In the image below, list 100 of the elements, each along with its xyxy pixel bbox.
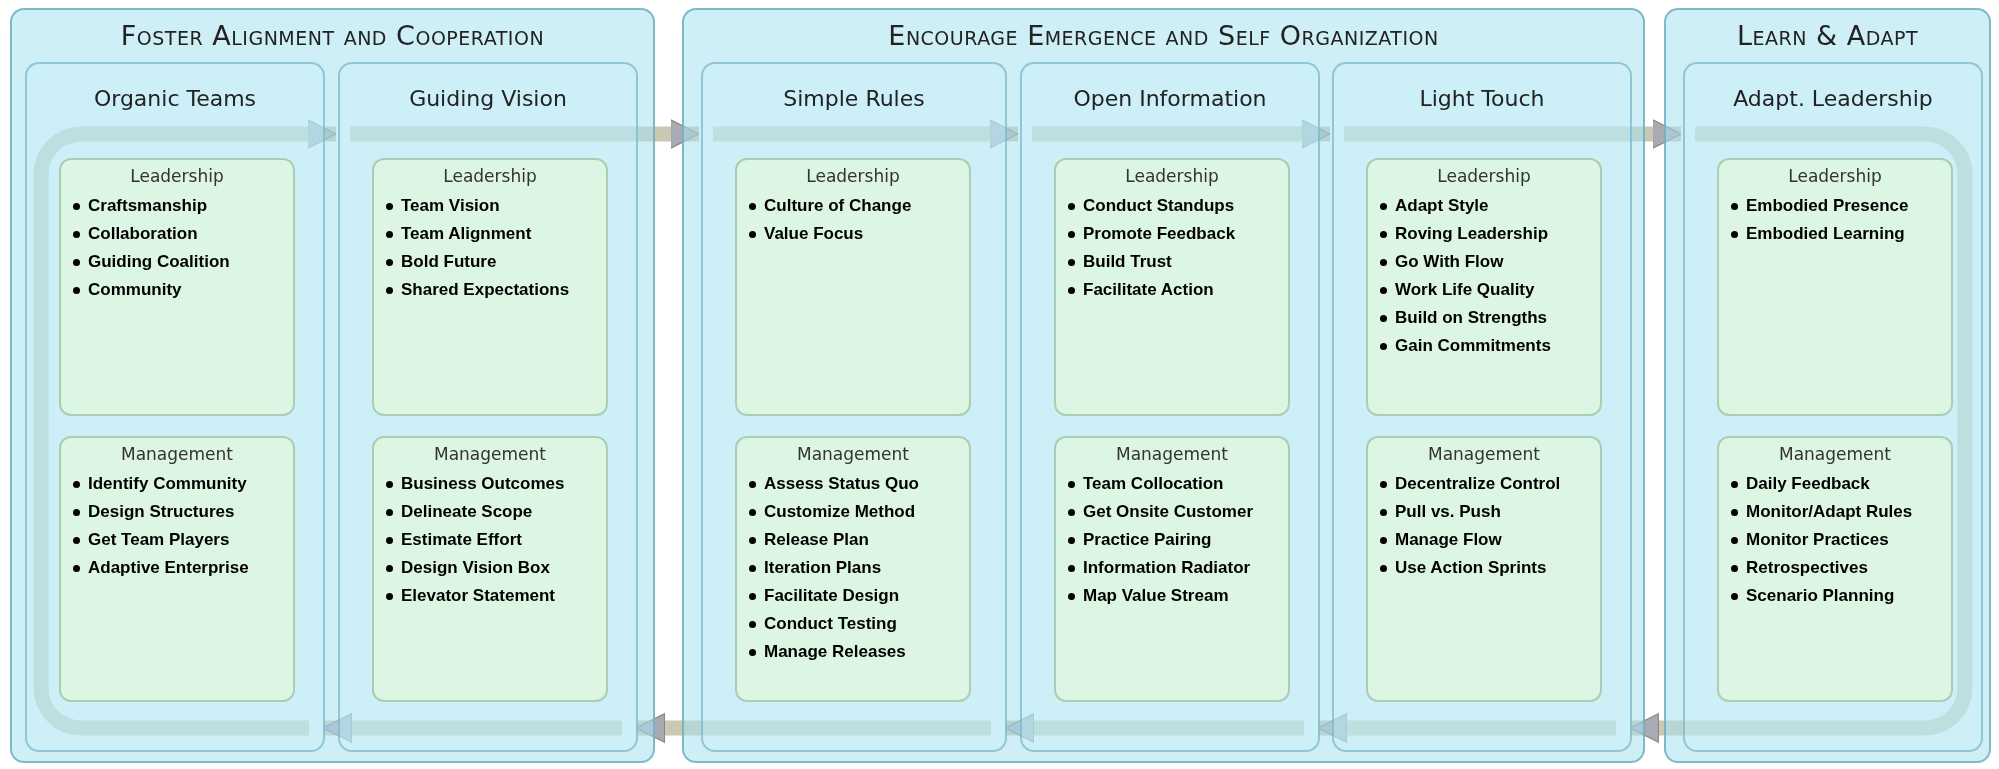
card-heading: Leadership (1787, 166, 1883, 186)
list-item: Estimate Effort (401, 530, 522, 550)
list-item: Use Action Sprints (1395, 558, 1547, 578)
list-item: Team Collocation (1083, 474, 1224, 494)
list-item: Manage Releases (764, 642, 906, 662)
list-item: Pull vs. Push (1395, 502, 1501, 522)
group-title: Foster Alignment and Cooperation (119, 20, 546, 51)
arrow (635, 713, 991, 743)
column-panel (701, 62, 1007, 752)
column-panel (1332, 62, 1632, 752)
list-item: Collaboration (88, 224, 198, 244)
column-title: Adapt. Leadership (1732, 86, 1934, 111)
list-item: Decentralize Control (1395, 474, 1561, 494)
arrow (1344, 119, 1682, 149)
arrow (1032, 119, 1331, 149)
list-item: Design Vision Box (401, 558, 550, 578)
list-item: Design Structures (88, 502, 235, 522)
list-item: Conduct Testing (764, 614, 897, 634)
list-item: Value Focus (764, 224, 864, 244)
arrow (322, 713, 622, 743)
list-item: Embodied Learning (1746, 224, 1905, 244)
column-panel (1683, 62, 1983, 752)
card-heading: Leadership (1436, 166, 1532, 186)
list-item: Manage Flow (1395, 530, 1502, 550)
list-item: Work Life Quality (1395, 280, 1535, 300)
card-panel (735, 158, 971, 416)
column-panel (1020, 62, 1320, 752)
list-item: Map Value Stream (1083, 586, 1229, 606)
card-heading: Leadership (129, 166, 225, 186)
card-panel (1054, 436, 1290, 702)
list-item: Team Alignment (401, 224, 532, 244)
list-item: Practice Pairing (1083, 530, 1212, 550)
card-panel (735, 436, 971, 702)
column-title: Organic Teams (92, 86, 258, 111)
card-panel (1717, 158, 1953, 416)
card-heading: Leadership (1124, 166, 1220, 186)
card-panel (1717, 436, 1953, 702)
list-item: Daily Feedback (1746, 474, 1870, 494)
list-item: Retrospectives (1746, 558, 1868, 578)
list-item: Scenario Planning (1746, 586, 1895, 606)
list-item: Community (88, 280, 182, 300)
card-heading: Management (1427, 444, 1541, 464)
group-title: Learn & Adapt (1736, 20, 1919, 51)
list-item: Roving Leadership (1395, 224, 1549, 244)
list-item: Culture of Change (764, 196, 912, 216)
list-item: Gain Commitments (1395, 336, 1551, 356)
list-item: Get Onsite Customer (1083, 502, 1254, 522)
card-panel (1366, 436, 1602, 702)
list-item: Build Trust (1083, 252, 1172, 272)
list-item: Business Outcomes (401, 474, 565, 494)
list-item: Facilitate Design (764, 586, 900, 606)
list-item: Monitor Practices (1746, 530, 1889, 550)
column-title: Simple Rules (782, 86, 926, 111)
arrow (1317, 713, 1616, 743)
arrow (713, 119, 1019, 149)
group-panel (682, 8, 1645, 763)
card-heading: Management (433, 444, 547, 464)
card-heading: Management (1778, 444, 1892, 464)
list-item: Delineate Scope (401, 502, 533, 522)
group-panel (1664, 8, 1991, 763)
list-item: Release Plan (764, 530, 869, 550)
column-title: Guiding Vision (408, 86, 568, 111)
list-item: Go With Flow (1395, 252, 1504, 272)
list-item: Adapt Style (1395, 196, 1489, 216)
card-heading: Leadership (442, 166, 538, 186)
list-item: Guiding Coalition (88, 252, 230, 272)
list-item: Team Vision (401, 196, 500, 216)
list-item: Iteration Plans (764, 558, 882, 578)
card-panel (59, 436, 295, 702)
card-heading: Leadership (805, 166, 901, 186)
arrow (1629, 126, 1973, 743)
group-panel (10, 8, 655, 763)
arrow (33, 119, 337, 736)
card-heading: Management (120, 444, 234, 464)
card-heading: Management (1115, 444, 1229, 464)
arrow (350, 119, 700, 149)
column-title: Light Touch (1418, 86, 1546, 111)
list-item: Craftsmanship (88, 196, 208, 216)
card-panel (1054, 158, 1290, 416)
column-panel (25, 62, 325, 752)
list-item: Information Radiator (1083, 558, 1251, 578)
arrow (1004, 713, 1304, 743)
list-item: Assess Status Quo (764, 474, 919, 494)
column-panel (338, 62, 638, 752)
list-item: Monitor/Adapt Rules (1746, 502, 1913, 522)
list-item: Conduct Standups (1083, 196, 1235, 216)
list-item: Identify Community (88, 474, 247, 494)
list-item: Facilitate Action (1083, 280, 1214, 300)
list-item: Promote Feedback (1083, 224, 1236, 244)
list-item: Build on Strengths (1395, 308, 1548, 328)
list-item: Embodied Presence (1746, 196, 1909, 216)
list-item: Get Team Players (88, 530, 230, 550)
card-panel (1366, 158, 1602, 416)
column-title: Open Information (1072, 86, 1268, 111)
card-panel (372, 436, 608, 702)
list-item: Adaptive Enterprise (88, 558, 249, 578)
list-item: Bold Future (401, 252, 497, 272)
list-item: Shared Expectations (401, 280, 570, 300)
card-panel (372, 158, 608, 416)
group-title: Encourage Emergence and Self Organization (887, 20, 1440, 51)
